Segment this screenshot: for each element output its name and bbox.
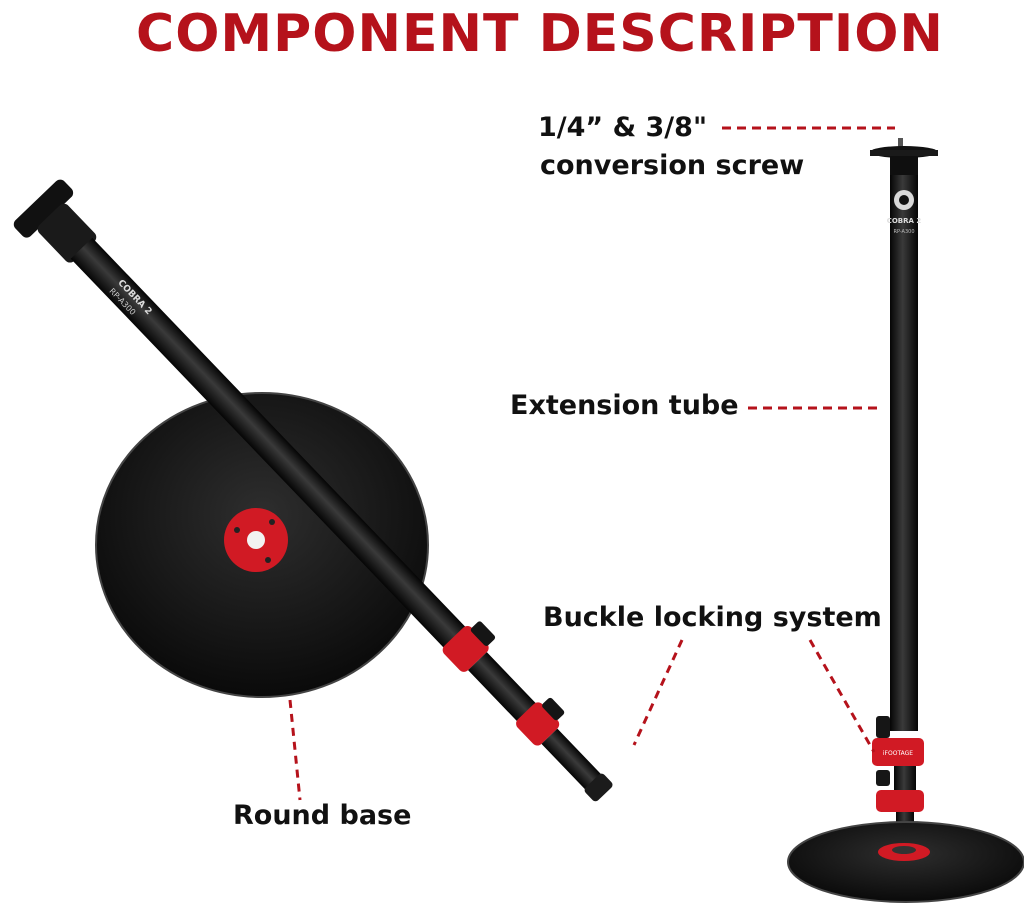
svg-text:RP-A300: RP-A300 — [893, 229, 914, 235]
extension-tube-label: Extension tube — [510, 390, 739, 421]
round-base-leader — [288, 699, 302, 801]
svg-text:COBRA 2: COBRA 2 — [887, 217, 922, 225]
round-base-label: Round base — [233, 800, 412, 831]
screw-label-line2: conversion screw — [540, 150, 805, 181]
screw-label-line1: 1/4” & 3/8" — [538, 112, 708, 143]
extension-tube-left: COBRA 2 RP-A300 — [13, 179, 613, 802]
buckle-clamp-right-1 — [872, 738, 924, 766]
buckle-leader-left — [632, 639, 684, 746]
round-base-right — [788, 822, 1024, 902]
buckle-locking-label: Buckle locking system — [543, 602, 882, 633]
buckle-clamp-right-2 — [876, 790, 924, 812]
round-base-left — [95, 392, 429, 698]
buckle-leader-right — [808, 639, 876, 753]
upright-monopod: COBRA 2 RP-A300 iFOOTAGE — [787, 138, 1024, 903]
conversion-screw — [898, 138, 903, 150]
page-title: COMPONENT DESCRIPTION — [136, 4, 944, 64]
svg-text:iFOOTAGE: iFOOTAGE — [883, 750, 913, 757]
